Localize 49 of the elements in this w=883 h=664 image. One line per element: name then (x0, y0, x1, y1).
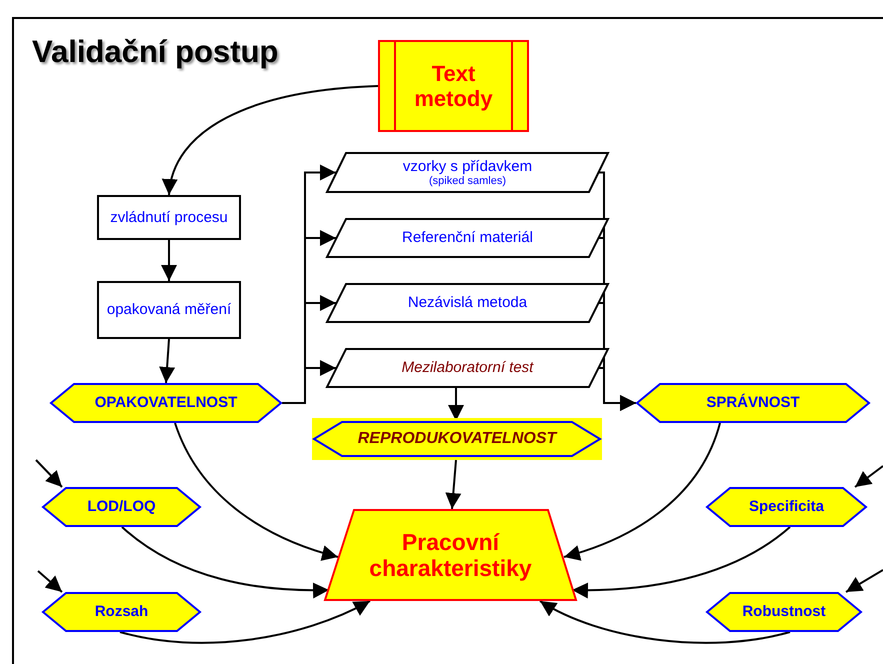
node-label: Pracovní charakteristiky (368, 528, 533, 582)
arrow (282, 360, 336, 404)
data-parallelogram (326, 348, 609, 388)
arrow (174, 422, 338, 560)
diagram-title: Validační postup (32, 34, 278, 70)
hexagon-box (706, 592, 862, 632)
hexagon-box (42, 487, 201, 527)
node-label: Specificita (748, 498, 824, 516)
process-box (97, 195, 241, 240)
data-parallelogram (326, 152, 609, 193)
node-label: OPAKOVATELNOST (94, 394, 238, 412)
hexagon-box (312, 418, 602, 460)
hexagon-box (706, 487, 867, 527)
arrow (845, 569, 883, 593)
arrow (161, 240, 177, 281)
predefined-process-box (378, 40, 529, 132)
node-subtext: (spiked samles) (428, 174, 506, 188)
node-label: Text metody (413, 60, 494, 112)
arrow (37, 570, 63, 593)
node-label: SPRÁVNOST (706, 394, 800, 412)
arrow (159, 338, 176, 384)
arrow (120, 600, 370, 644)
process-box (97, 281, 241, 339)
node-label: Nezávislá metoda (408, 294, 528, 312)
node-label: Robustnost (742, 603, 826, 621)
arrow (448, 388, 464, 421)
hexagon-box (50, 383, 282, 423)
node-label: Mezilaboratorní test (402, 359, 534, 377)
arrow (163, 85, 378, 196)
node-label: Referenční materiál (402, 229, 533, 247)
arrow (35, 459, 63, 488)
node-label: Rozsah (94, 603, 148, 621)
node-label: zvládnutí procesu (110, 208, 228, 226)
arrow (854, 465, 883, 488)
arrow (445, 460, 462, 510)
node-label: opakovaná měření (106, 301, 232, 319)
arrow (121, 526, 330, 598)
node-label: LOD/LOQ (87, 498, 156, 516)
trapezoid-box (324, 509, 577, 601)
hexagon-box (42, 592, 201, 632)
node-label: REPRODUKOVATELNOST (358, 430, 556, 448)
arrow (599, 367, 636, 411)
arrow (572, 526, 791, 598)
node-label: vzorky s přídavkem (402, 158, 532, 175)
arrow (564, 422, 721, 560)
data-parallelogram (326, 218, 609, 258)
data-parallelogram (326, 283, 609, 323)
hexagon-box (636, 383, 870, 423)
arrow (540, 600, 790, 644)
